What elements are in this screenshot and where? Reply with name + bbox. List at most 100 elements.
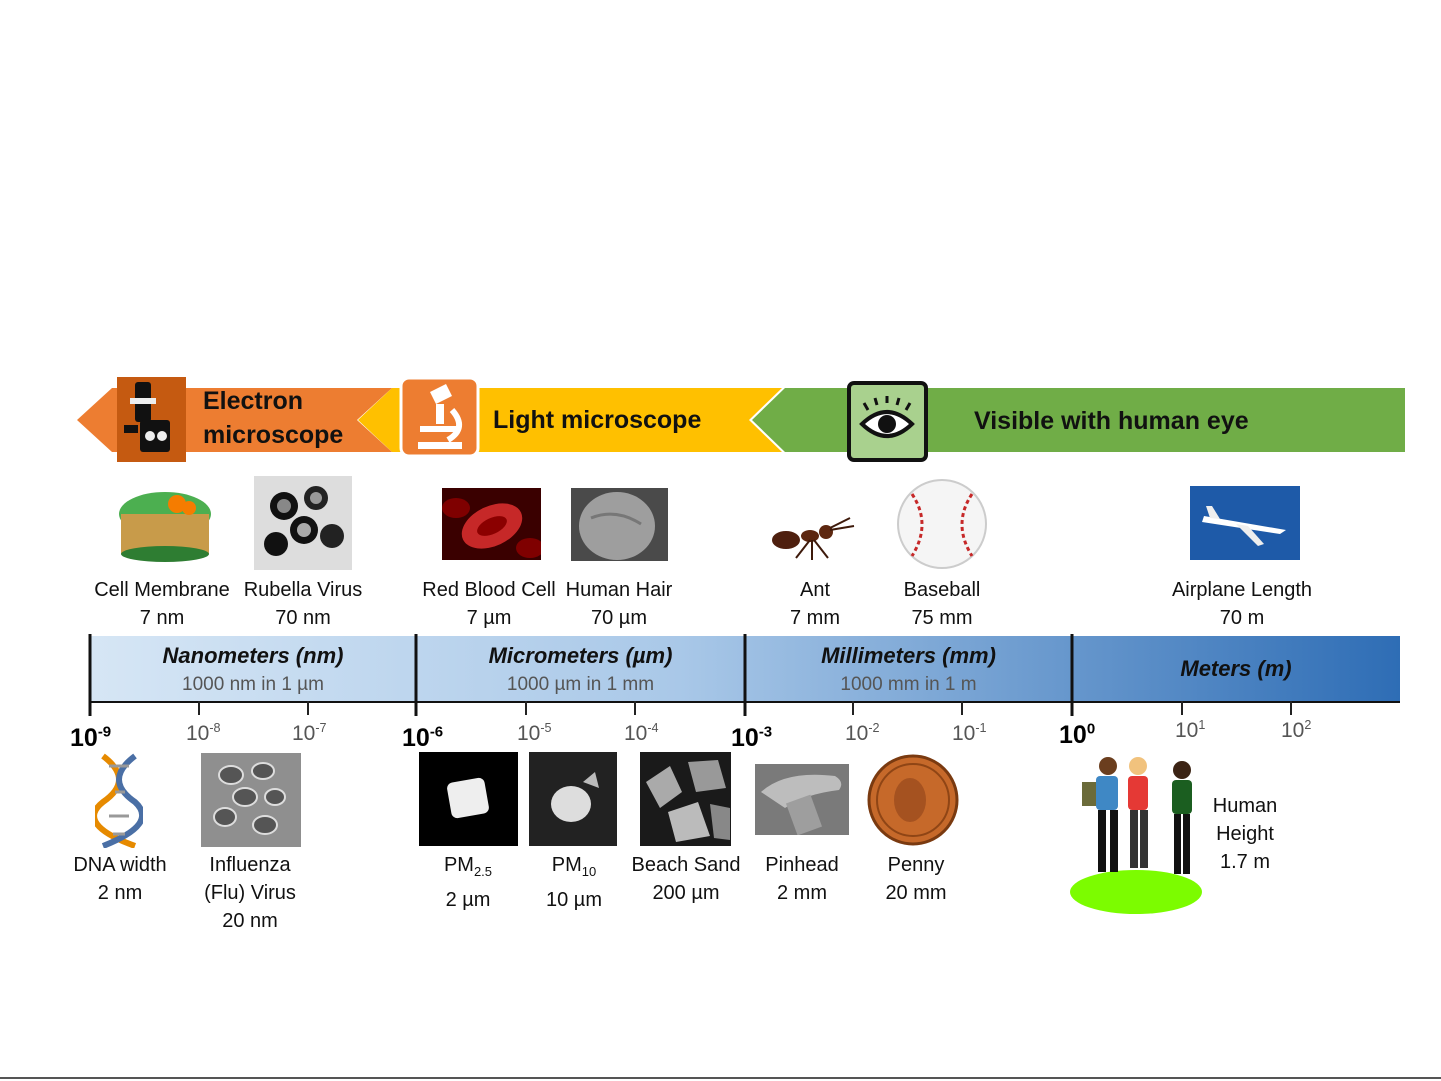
penny-size: 20 mm — [885, 882, 947, 904]
ant-picture — [772, 517, 855, 560]
unit-nanometers-note: 1000 nm in 1 µm — [182, 674, 324, 695]
power-base: 10 — [402, 724, 430, 752]
pm10-label: PM10 10 µm — [526, 851, 622, 914]
pinhead-size: 2 mm — [777, 882, 827, 904]
unit-millimeters-note: 1000 mm in 1 m — [840, 674, 977, 695]
cell-membrane-label: Cell Membrane 7 nm — [90, 576, 234, 632]
power-exp: 0 — [1086, 720, 1096, 738]
dna-name: DNA width — [73, 854, 167, 876]
baseball-size: 75 mm — [911, 607, 973, 629]
ant-size: 7 mm — [790, 607, 840, 629]
cell-membrane-name: Cell Membrane — [94, 579, 230, 601]
power-label-minor: 101 — [1175, 719, 1205, 743]
visible-label: Visible with human eye — [974, 407, 1249, 435]
airplane-label: Airplane Length 70 m — [1160, 576, 1324, 632]
baseball-label: Baseball 75 mm — [886, 576, 998, 632]
power-exp: -6 — [429, 723, 444, 741]
tick-minor — [525, 701, 527, 715]
tick-minor — [961, 701, 963, 715]
influenza-name-line2: (Flu) Virus — [204, 882, 296, 904]
power-label-minor: 10-8 — [186, 722, 221, 746]
unit-millimeters: Millimeters (mm) — [821, 643, 996, 668]
airplane-name: Airplane Length — [1171, 579, 1313, 601]
ant-name: Ant — [799, 579, 831, 601]
power-base: 10 — [845, 722, 869, 745]
power-exp: -5 — [540, 721, 552, 735]
power-label-minor: 102 — [1281, 719, 1311, 743]
tick-minor — [1290, 701, 1292, 715]
red-blood-cell-label: Red Blood Cell 7 µm — [418, 576, 560, 632]
pinhead-picture — [755, 764, 849, 835]
power-base: 10 — [292, 722, 316, 745]
power-base: 10 — [186, 722, 210, 745]
influenza-virus-picture — [201, 753, 301, 847]
cell-membrane-picture — [119, 492, 211, 562]
eye-icon — [847, 381, 928, 462]
human-height-size: 1.7 m — [1219, 851, 1271, 873]
people-picture — [1070, 757, 1202, 914]
dna-label: DNA width 2 nm — [60, 851, 180, 907]
ant-label: Ant 7 mm — [770, 576, 860, 632]
red-blood-cell-picture — [442, 488, 541, 560]
unit-micrometers-note: 1000 µm in 1 mm — [506, 674, 655, 695]
influenza-name: Influenza — [209, 854, 291, 876]
tick-minor — [852, 701, 854, 715]
human-hair-label: Human Hair 70 µm — [560, 576, 678, 632]
power-exp: -8 — [209, 721, 221, 735]
penny-label: Penny 20 mm — [866, 851, 966, 907]
human-height-name: Human — [1212, 795, 1278, 817]
power-base: 10 — [517, 722, 541, 745]
pm25-label: PM2.5 2 µm — [420, 851, 516, 914]
power-exp: 2 — [1304, 718, 1312, 732]
pm10-size: 10 µm — [546, 889, 602, 911]
power-label-minor: 10-4 — [624, 722, 659, 746]
electron-label-line2: microscope — [203, 421, 344, 449]
human-height-label: Human Height 1.7 m — [1200, 792, 1290, 876]
power-base: 10 — [1281, 719, 1305, 742]
power-exp: -1 — [975, 721, 987, 735]
power-base: 10 — [1175, 719, 1199, 742]
tick-minor — [307, 701, 309, 715]
human-height-name-line2: Height — [1216, 823, 1274, 845]
cell-membrane-size: 7 nm — [139, 607, 185, 629]
power-exp: -4 — [647, 721, 659, 735]
power-label-major: 10-3 — [731, 724, 772, 753]
tick-minor — [198, 701, 200, 715]
influenza-size: 20 nm — [222, 910, 278, 932]
pm10-name: PM — [551, 854, 582, 876]
beach-sand-label: Beach Sand 200 µm — [628, 851, 744, 907]
pm25-picture — [419, 752, 518, 846]
rubella-virus-size: 70 nm — [275, 607, 331, 629]
power-base: 10 — [624, 722, 648, 745]
light-microscope-label: Light microscope — [493, 406, 702, 434]
power-label-major: 10-6 — [402, 724, 443, 753]
tick-minor — [1181, 701, 1183, 715]
baseball-picture — [897, 479, 987, 569]
power-label-minor: 10-1 — [952, 722, 987, 746]
power-base: 10 — [952, 722, 976, 745]
dna-picture — [95, 753, 143, 848]
power-label-major: 100 — [1059, 721, 1095, 750]
influenza-label: Influenza (Flu) Virus 20 nm — [190, 851, 310, 935]
electron-label-line1: Electron — [203, 387, 304, 415]
pinhead-name: Pinhead — [765, 854, 839, 876]
power-label-minor: 10-2 — [845, 722, 880, 746]
unit-meters: Meters (m) — [1180, 656, 1292, 681]
tick-minor — [634, 701, 636, 715]
rubella-virus-label: Rubella Virus 70 nm — [236, 576, 370, 632]
red-blood-cell-size: 7 µm — [466, 607, 512, 629]
beach-sand-size: 200 µm — [652, 882, 720, 904]
pm25-name: PM — [443, 854, 474, 876]
pm10-picture — [529, 752, 617, 846]
rubella-virus-name: Rubella Virus — [243, 579, 363, 601]
beach-sand-name: Beach Sand — [631, 854, 741, 876]
microscope-camera-icon — [117, 377, 186, 462]
human-hair-size: 70 µm — [591, 607, 647, 629]
light-microscope-icon — [399, 376, 480, 458]
power-label-major: 10-9 — [70, 724, 111, 753]
electron-microscope-label: Electron microscope — [203, 384, 343, 452]
power-label-minor: 10-5 — [517, 722, 552, 746]
bottom-divider — [0, 1077, 1441, 1079]
